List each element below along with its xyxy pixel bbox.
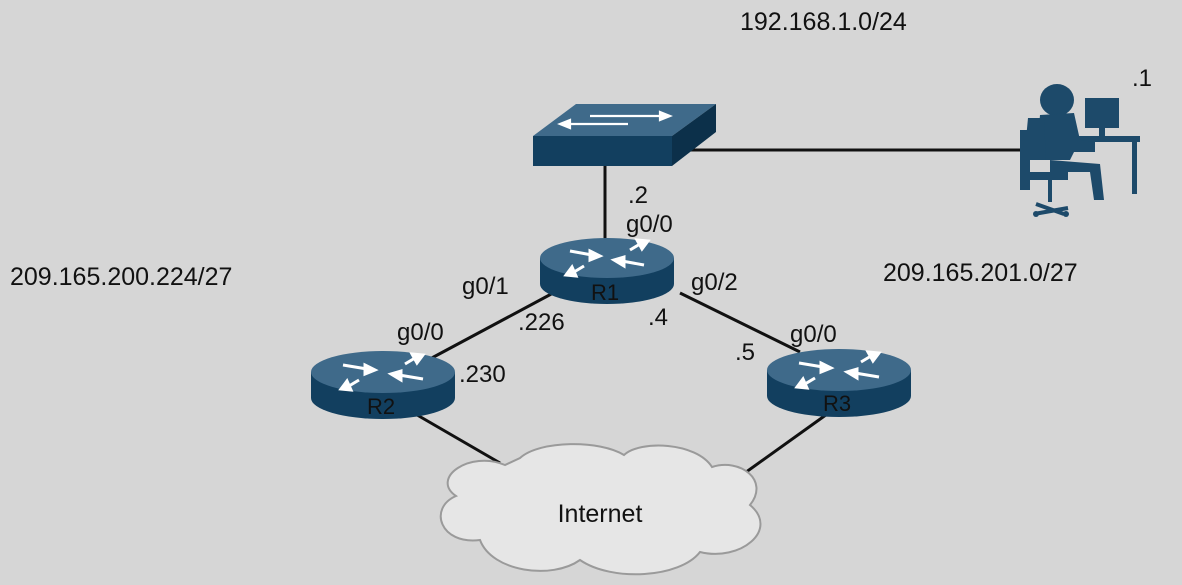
internet-label: Internet — [558, 500, 643, 528]
r3-g00-port-label: g0/0 — [790, 321, 837, 348]
r1-label: R1 — [591, 280, 619, 305]
link-r3-internet — [741, 410, 831, 477]
r1-g01-port-label: g0/1 — [462, 273, 509, 300]
r2-g00-host-label: .230 — [459, 361, 506, 388]
r1-g02-host-label: .4 — [648, 304, 668, 331]
cloud-icon — [439, 443, 762, 576]
link-r2-internet — [411, 410, 501, 465]
subnet-r1-r2-label: 209.165.200.224/27 — [10, 263, 232, 291]
r2-g00-port-label: g0/0 — [397, 319, 444, 346]
router-r3: R3 — [767, 349, 911, 417]
pc — [1020, 84, 1140, 217]
pc-host-label: .1 — [1132, 65, 1152, 92]
r2-label: R2 — [367, 394, 395, 419]
r3-label: R3 — [823, 391, 851, 416]
subnet-lan-label: 192.168.1.0/24 — [740, 8, 907, 36]
r1-g02-port-label: g0/2 — [691, 269, 738, 296]
r1-g00-host-label: .2 — [628, 182, 648, 209]
r3-g00-host-label: .5 — [735, 339, 755, 366]
router-icon — [540, 238, 674, 304]
links — [411, 148, 1030, 477]
pc-user-icon — [1020, 84, 1140, 217]
r1-g00-port-label: g0/0 — [626, 211, 673, 238]
switch-icon — [533, 104, 716, 166]
r1-g01-host-label: .226 — [518, 309, 565, 336]
subnet-r1-r3-label: 209.165.201.0/27 — [883, 259, 1078, 287]
switch — [533, 104, 716, 166]
router-icon — [767, 349, 911, 417]
router-r1: R1 — [540, 238, 674, 305]
internet-cloud: Internet — [439, 443, 762, 576]
router-r2: R2 — [311, 351, 455, 419]
link-r1-r3 — [679, 291, 801, 354]
router-icon — [311, 351, 455, 419]
link-r1-r2 — [427, 290, 556, 362]
